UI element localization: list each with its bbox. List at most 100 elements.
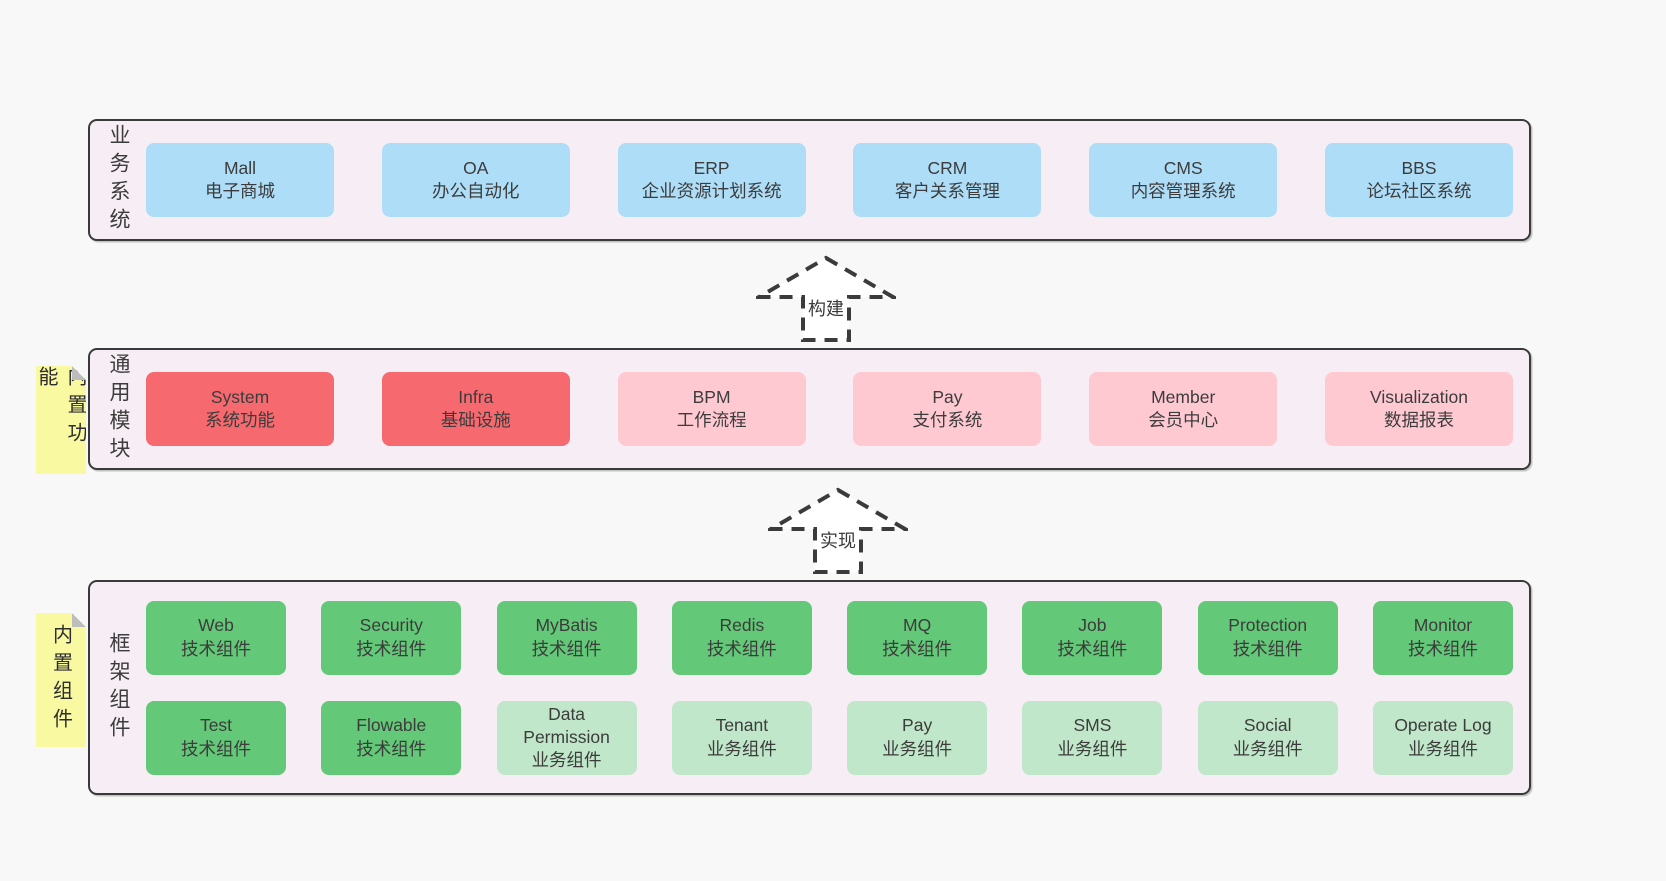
module-name-zh: 会员中心 — [1148, 410, 1219, 430]
module-name-zh: 基础设施 — [440, 410, 511, 430]
module-name-en: ERP — [693, 157, 730, 178]
band-label-framework-components: 框架组件 — [107, 631, 130, 744]
module-name-zh: 技术组件 — [356, 738, 427, 759]
module-name-en: Infra — [458, 386, 494, 407]
module-name-zh: 业务组件 — [531, 750, 602, 771]
module-name-en: Tenant — [715, 715, 769, 736]
module-name-en: Pay — [932, 386, 963, 407]
module-box-mall: Mall 电子商城 — [146, 143, 334, 217]
module-box-erp: ERP 企业资源计划系统 — [617, 143, 806, 217]
arrow-build-label: 构建 — [805, 295, 847, 321]
module-box-bpm: BPM 工作流程 — [617, 372, 806, 446]
module-name-zh: 技术组件 — [181, 738, 251, 759]
module-name-en: MQ — [903, 615, 932, 636]
module-name-en: Member — [1151, 386, 1216, 407]
arrow-implement: 实现 — [768, 487, 908, 575]
module-name-en: CMS — [1163, 157, 1203, 178]
band-label-common-modules: 通用模块 — [107, 353, 130, 465]
sticky-note-text: 内置功能 — [35, 366, 86, 450]
sticky-note-built-in-components: 内置组件 — [36, 613, 86, 747]
arrow-build: 构建 — [756, 255, 896, 343]
module-name-zh: 企业资源计划系统 — [641, 181, 782, 201]
module-name-zh: 内容管理系统 — [1130, 181, 1236, 201]
module-name-en: Test — [199, 715, 233, 736]
module-box-bbs: BBS 论坛社区系统 — [1324, 143, 1513, 217]
module-name-en: Redis — [719, 615, 765, 636]
module-name-zh: 论坛社区系统 — [1366, 181, 1472, 201]
sticky-note-built-in-functions: 内置功能 — [36, 366, 86, 474]
module-name-en: Security — [359, 615, 423, 636]
folded-corner-icon — [72, 366, 86, 380]
module-name-zh: 技术组件 — [181, 638, 251, 659]
module-box-member: Member 会员中心 — [1089, 372, 1278, 446]
module-box-data-permission: Data Permission 业务组件 — [496, 700, 637, 775]
module-box-cms: CMS 内容管理系统 — [1089, 143, 1278, 217]
module-name-en: Data Permission — [523, 703, 610, 747]
module-box-crm: CRM 客户关系管理 — [853, 143, 1042, 217]
module-name-zh: 支付系统 — [912, 410, 983, 430]
module-name-zh: 技术组件 — [706, 638, 777, 659]
module-name-zh: 业务组件 — [1407, 738, 1478, 759]
module-name-en: BBS — [1401, 157, 1437, 178]
module-name-en: Visualization — [1370, 386, 1468, 407]
module-name-zh: 业务组件 — [1057, 738, 1128, 759]
module-name-zh: 业务组件 — [1232, 738, 1303, 759]
module-name-en: Mall — [223, 157, 257, 178]
module-name-zh: 技术组件 — [1057, 638, 1128, 659]
module-name-zh: 技术组件 — [531, 638, 602, 659]
module-name-en: Web — [198, 615, 234, 636]
module-name-zh: 技术组件 — [1407, 638, 1478, 659]
module-name-en: Operate Log — [1394, 715, 1492, 736]
module-name-en: SMS — [1073, 715, 1112, 736]
module-name-zh: 技术组件 — [1232, 638, 1303, 659]
module-name-zh: 数据报表 — [1383, 410, 1454, 430]
module-name-en: BPM — [692, 386, 731, 407]
module-name-en: Job — [1078, 615, 1107, 636]
module-name-en: Flowable — [356, 715, 427, 736]
module-name-en: OA — [463, 157, 489, 178]
module-box-visualization: Visualization 数据报表 — [1324, 372, 1513, 446]
module-name-en: MyBatis — [535, 615, 598, 636]
module-name-en: CRM — [927, 157, 968, 178]
module-name-zh: 工作流程 — [676, 410, 747, 430]
module-name-en: Social — [1243, 715, 1292, 736]
module-name-zh: 客户关系管理 — [894, 181, 1000, 201]
module-name-en: Protection — [1228, 615, 1308, 636]
module-name-zh: 技术组件 — [882, 638, 953, 659]
module-box-infra: Infra 基础设施 — [381, 372, 570, 446]
module-box-pay: Pay 支付系统 — [853, 372, 1042, 446]
module-name-en: Monitor — [1413, 615, 1473, 636]
module-name-zh: 技术组件 — [356, 638, 427, 659]
module-name-en: Pay — [902, 715, 933, 736]
module-name-zh: 电子商城 — [205, 181, 275, 201]
module-name-zh: 业务组件 — [706, 738, 777, 759]
module-name-zh: 系统功能 — [205, 410, 275, 430]
